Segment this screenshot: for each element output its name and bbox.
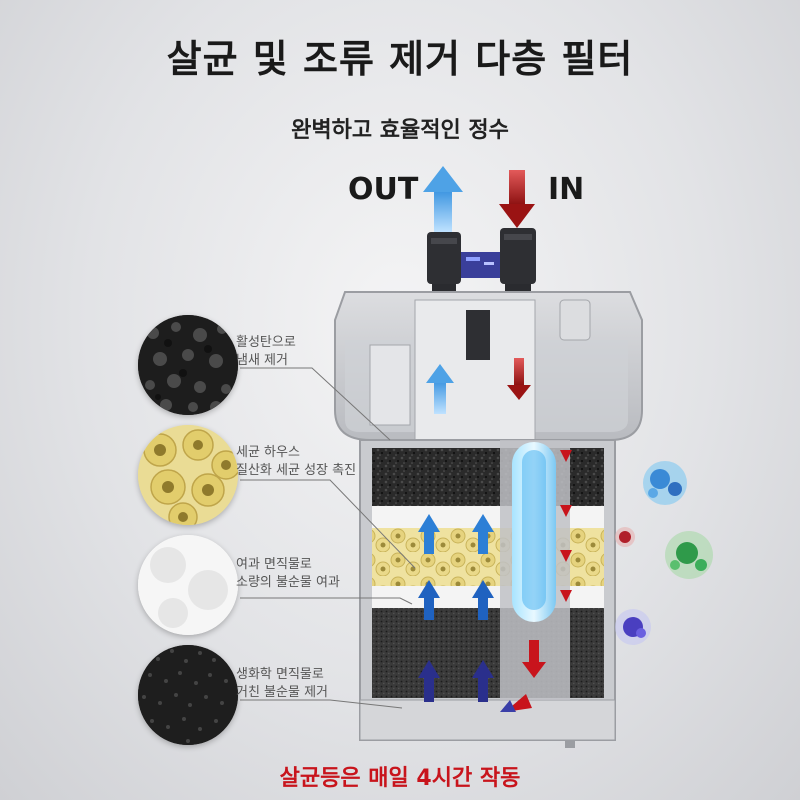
media-label-carbon: 활성탄으로 냄새 제거: [236, 334, 296, 370]
germ-red-icon: [615, 527, 635, 547]
germ-purple-icon: [615, 609, 651, 645]
out-arrow: [423, 166, 463, 232]
in-arrow: [499, 170, 535, 228]
media-label-line: 냄새 제거: [236, 353, 288, 368]
callout-lines: [240, 367, 416, 709]
germ-blue-icon: [643, 461, 687, 505]
media-label-line: 거친 불순물 제거: [236, 685, 328, 700]
page-subtitle: 완벽하고 효율적인 정수: [291, 118, 509, 143]
in-label: IN: [548, 172, 585, 207]
media-label-line: 여과 면직물로: [236, 557, 312, 572]
germ-green-icon: [665, 531, 713, 579]
media-label-cotton: 여과 면직물로 소량의 불순물 여과: [236, 556, 340, 592]
uv-lamp-note: 살균등은 매일 4시간 작동: [279, 766, 521, 791]
activated-carbon-image: [138, 315, 238, 415]
bio-sponge-image: [138, 645, 238, 745]
media-label-line: 활성탄으로: [236, 335, 296, 350]
filter-cotton-image: [138, 535, 238, 635]
media-label-sponge: 생화학 면직물로 거친 불순물 제거: [236, 666, 328, 702]
germ-illustrations: [615, 461, 713, 645]
media-label-bio: 세균 하우스 질산화 세균 성장 촉진: [236, 444, 356, 480]
canister-body: [359, 439, 616, 748]
filter-head: [334, 291, 643, 441]
out-label: OUT: [348, 172, 419, 207]
media-label-line: 세균 하우스: [236, 445, 300, 460]
bio-ring-image: [138, 425, 238, 525]
media-label-line: 생화학 면직물로: [236, 667, 324, 682]
media-label-line: 소량의 불순물 여과: [236, 575, 340, 590]
media-label-line: 질산화 세균 성장 촉진: [236, 463, 357, 478]
page-title: 살균 및 조류 제거 다층 필터: [166, 37, 634, 81]
